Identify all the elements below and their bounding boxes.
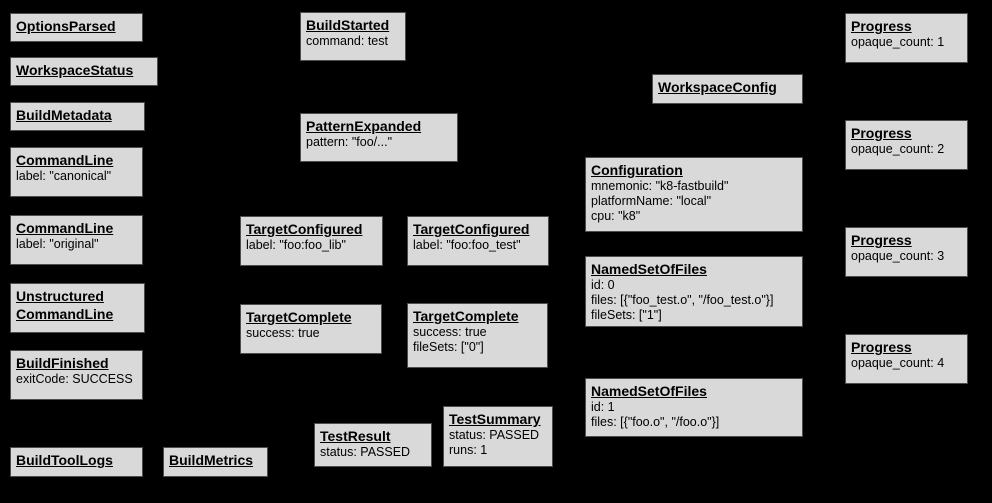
event-box-test-result: TestResult status: PASSED [314,423,432,467]
event-attr: pattern: "foo/..." [306,135,393,149]
event-attr: label: "original" [16,237,99,251]
event-title: TargetComplete [413,308,519,324]
event-box-unstructured-command-line: Unstructured CommandLine [10,283,145,333]
event-title: CommandLine [16,220,114,236]
event-title: Progress [851,125,912,141]
event-box-workspace-config: WorkspaceConfig [652,74,803,104]
event-box-command-line-canonical: CommandLine label: "canonical" [10,147,143,197]
event-box-target-configured-foo-test: TargetConfigured label: "foo:foo_test" [407,216,549,266]
event-title: TestResult [320,428,391,444]
event-box-test-summary: TestSummary status: PASSED runs: 1 [443,406,553,467]
event-attr: success: true [413,325,487,339]
event-attr: fileSets: ["1"] [591,308,662,322]
event-box-build-metadata: BuildMetadata [10,102,145,131]
event-title: NamedSetOfFiles [591,383,707,399]
event-attr: label: "foo:foo_test" [413,238,521,252]
event-title: TestSummary [449,411,541,427]
event-title: TargetConfigured [246,221,363,237]
event-box-target-complete-foo-test: TargetComplete success: true fileSets: [… [407,303,548,368]
event-title: BuildStarted [306,17,390,33]
event-attr: files: [{"foo.o", "/foo.o"}] [591,415,720,429]
event-box-target-complete-foo-lib: TargetComplete success: true [240,304,382,354]
event-box-progress-4: Progress opaque_count: 4 [845,334,968,384]
event-box-options-parsed: OptionsParsed [10,13,143,42]
event-title: Progress [851,18,912,34]
event-attr: files: [{"foo_test.o", "/foo_test.o"}] [591,293,774,307]
event-title: WorkspaceConfig [658,79,777,95]
event-attr: opaque_count: 3 [851,249,945,263]
event-attr: opaque_count: 4 [851,356,945,370]
event-attr: id: 1 [591,400,615,414]
event-box-progress-1: Progress opaque_count: 1 [845,13,968,63]
event-title: Progress [851,232,912,248]
event-title: WorkspaceStatus [16,62,134,78]
event-title: PatternExpanded [306,118,422,134]
event-title: BuildMetadata [16,107,112,123]
event-box-configuration: Configuration mnemonic: "k8-fastbuild" p… [585,157,803,232]
event-title: BuildFinished [16,355,109,371]
event-attr: opaque_count: 2 [851,142,945,156]
event-title: TargetConfigured [413,221,530,237]
event-box-command-line-original: CommandLine label: "original" [10,215,143,265]
event-title: TargetComplete [246,309,352,325]
event-attr: label: "canonical" [16,169,112,183]
event-title: CommandLine [16,152,114,168]
event-box-named-set-of-files-0: NamedSetOfFiles id: 0 files: [{"foo_test… [585,256,803,327]
event-attr: label: "foo:foo_lib" [246,238,346,252]
event-box-pattern-expanded: PatternExpanded pattern: "foo/..." [300,113,458,162]
event-attr: status: PASSED [449,428,540,442]
event-attr: opaque_count: 1 [851,35,945,49]
event-attr: mnemonic: "k8-fastbuild" [591,179,729,193]
event-attr: exitCode: SUCCESS [16,372,133,386]
event-attr: success: true [246,326,320,340]
event-title: Unstructured CommandLine [16,288,114,322]
event-attr: id: 0 [591,278,615,292]
event-attr: status: PASSED [320,445,411,459]
event-title: BuildMetrics [169,452,254,468]
event-title: Progress [851,339,912,355]
event-attr: command: test [306,34,388,48]
event-box-build-metrics: BuildMetrics [163,447,268,477]
event-title: NamedSetOfFiles [591,261,707,277]
event-title: Configuration [591,162,683,178]
event-attr: runs: 1 [449,443,488,457]
event-attr: fileSets: ["0"] [413,340,484,354]
event-box-build-tool-logs: BuildToolLogs [10,447,143,477]
event-box-progress-3: Progress opaque_count: 3 [845,227,968,277]
event-box-named-set-of-files-1: NamedSetOfFiles id: 1 files: [{"foo.o", … [585,378,803,437]
event-box-build-finished: BuildFinished exitCode: SUCCESS [10,350,143,400]
event-attr: platformName: "local" [591,194,712,208]
event-box-target-configured-foo-lib: TargetConfigured label: "foo:foo_lib" [240,216,383,266]
event-attr: cpu: "k8" [591,209,641,223]
event-title: OptionsParsed [16,18,116,34]
event-title: BuildToolLogs [16,452,113,468]
event-box-progress-2: Progress opaque_count: 2 [845,120,968,170]
event-box-build-started: BuildStarted command: test [300,12,406,61]
event-box-workspace-status: WorkspaceStatus [10,57,158,86]
